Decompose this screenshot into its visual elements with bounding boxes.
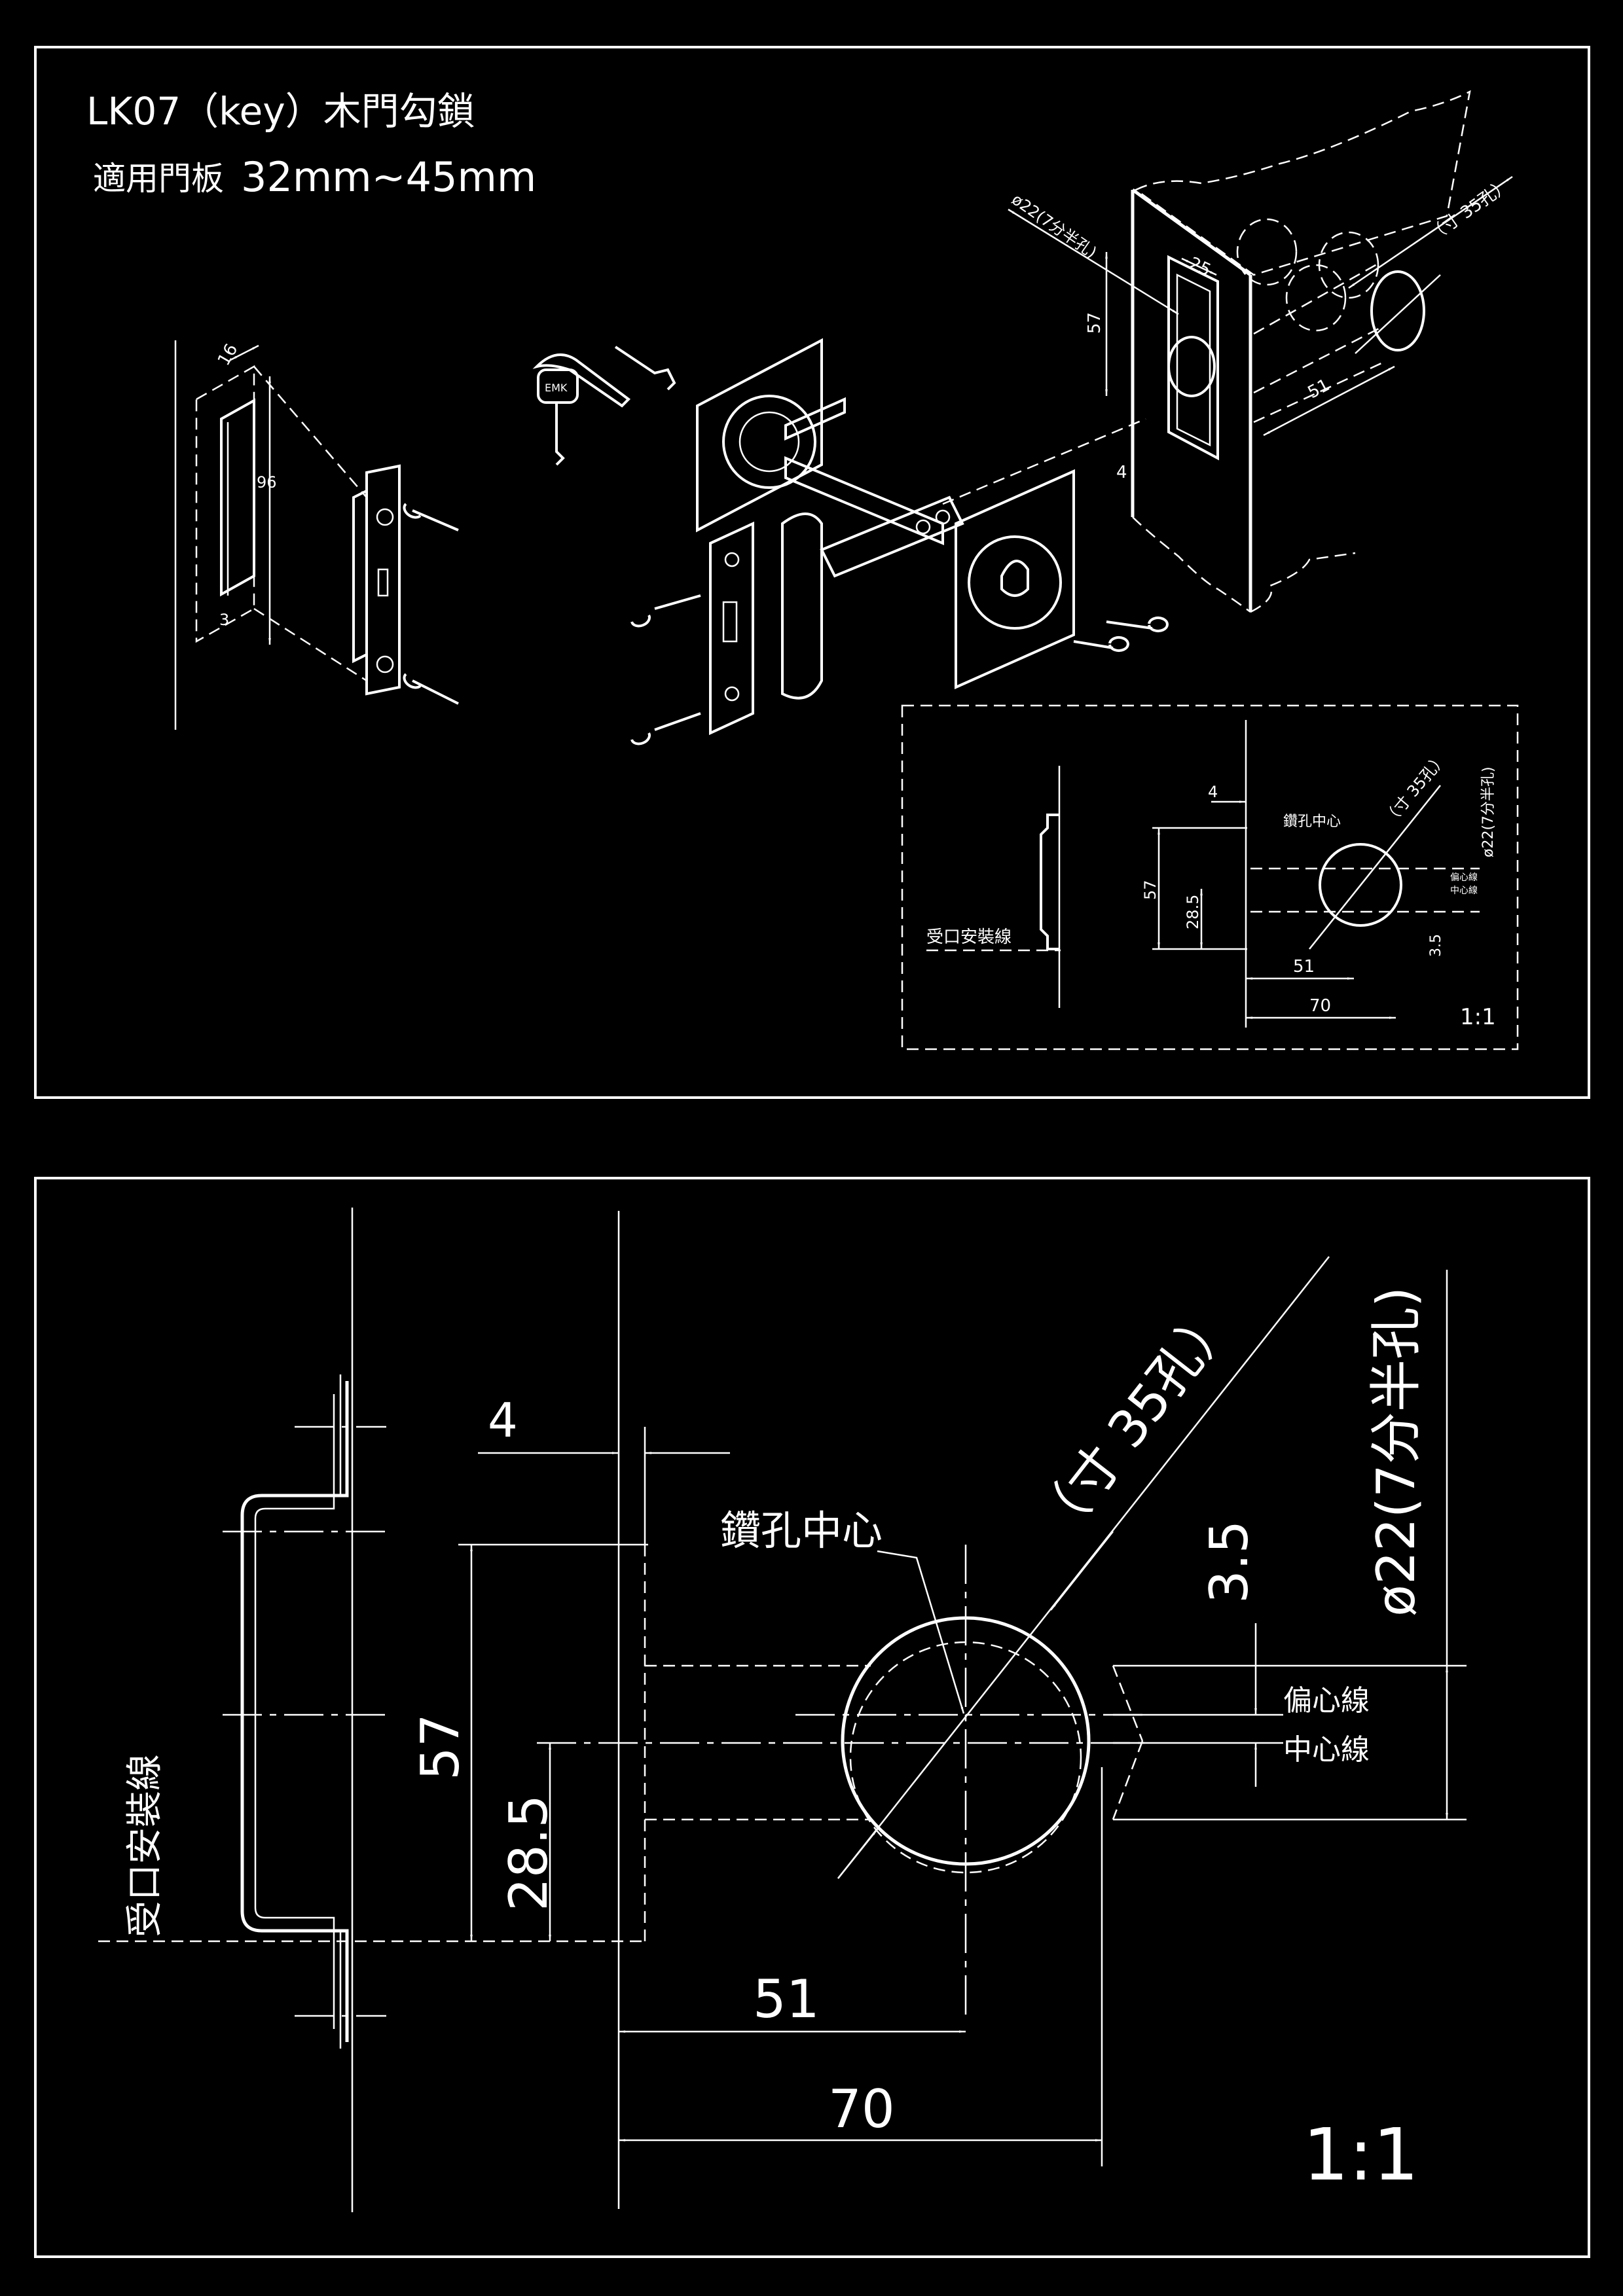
door-edge-lines xyxy=(458,1211,871,2209)
bottom-panel-frame xyxy=(34,1177,1590,2258)
svg-text:中心線: 中心線 xyxy=(1450,886,1478,896)
dim-height xyxy=(470,1545,1146,1941)
dim-offset xyxy=(478,1427,730,1545)
prep-height-dim: 57 xyxy=(1085,312,1104,334)
thickness-range: 32mm~45mm xyxy=(241,153,536,201)
door-prep-block: ø22(7分半孔) （寸 35孔） 25 57 51 4 xyxy=(1008,90,1514,613)
strike-depth-dim: 3 xyxy=(219,611,229,629)
prep-hole35-dim: （寸 35孔） xyxy=(1425,175,1514,245)
drill-center-leader xyxy=(877,1550,965,1714)
svg-text:ø22(7分半孔): ø22(7分半孔) xyxy=(1480,766,1497,857)
svg-text:70: 70 xyxy=(1309,996,1331,1016)
svg-text:51: 51 xyxy=(1293,957,1315,977)
svg-text:鑽孔中心: 鑽孔中心 xyxy=(1283,814,1341,830)
svg-text:3.5: 3.5 xyxy=(1428,934,1444,957)
svg-text:EMK: EMK xyxy=(545,382,568,394)
strike-plate-exploded: 16 96 3 xyxy=(174,340,459,730)
dim-height-text: 57 xyxy=(410,1713,471,1780)
dim-backset xyxy=(619,1767,1103,2166)
hole22-label: ø22(7分半孔) xyxy=(1366,1287,1427,1617)
dim-eccentric-text: 3.5 xyxy=(1199,1520,1260,1604)
prep-hole22-dim: ø22(7分半孔) xyxy=(1008,190,1100,262)
eccentric-line-label: 偏心線 xyxy=(1283,1684,1370,1717)
lock-body-exploded xyxy=(630,338,1169,745)
keys-icon: EMK xyxy=(532,346,676,466)
prep-backset-dim: 51 xyxy=(1305,375,1333,403)
dim-offset-text: 4 xyxy=(488,1393,518,1448)
dim-backset-text: 51 xyxy=(753,1969,820,2030)
hole35-label: （寸 35孔） xyxy=(1024,1291,1246,1552)
svg-text:4: 4 xyxy=(1208,783,1218,801)
dim-total-text: 70 xyxy=(828,2079,895,2140)
prep-offset-dim: 4 xyxy=(1116,463,1127,482)
thickness-label: 適用門板 xyxy=(93,160,224,198)
svg-text:偏心線: 偏心線 xyxy=(1450,872,1478,883)
strike-install-line-label: 受口安裝線 xyxy=(124,1754,166,1937)
drill-center-label: 鑽孔中心 xyxy=(720,1507,883,1554)
svg-text:1:1: 1:1 xyxy=(1460,1004,1496,1030)
strike-height-dim: 96 xyxy=(257,473,277,492)
scale-label: 1:1 xyxy=(1303,2113,1419,2197)
dim-half-height-text: 28.5 xyxy=(498,1795,559,1911)
strike-section xyxy=(98,1208,648,2212)
strike-width-dim: 16 xyxy=(214,340,242,369)
inset-view: 4 57 28.5 鑽孔中心 （寸 35孔） ø22(7分半孔) 偏心線 中心線… xyxy=(926,720,1497,1030)
center-line-label: 中心線 xyxy=(1283,1733,1370,1767)
svg-text:受口安裝線: 受口安裝線 xyxy=(926,927,1012,947)
model-title: LK07（key）木門勾鎖 xyxy=(86,89,475,134)
top-panel-frame xyxy=(34,46,1590,1099)
inset-frame xyxy=(901,704,1519,1050)
svg-text:57: 57 xyxy=(1141,880,1159,900)
svg-text:28.5: 28.5 xyxy=(1184,895,1202,929)
